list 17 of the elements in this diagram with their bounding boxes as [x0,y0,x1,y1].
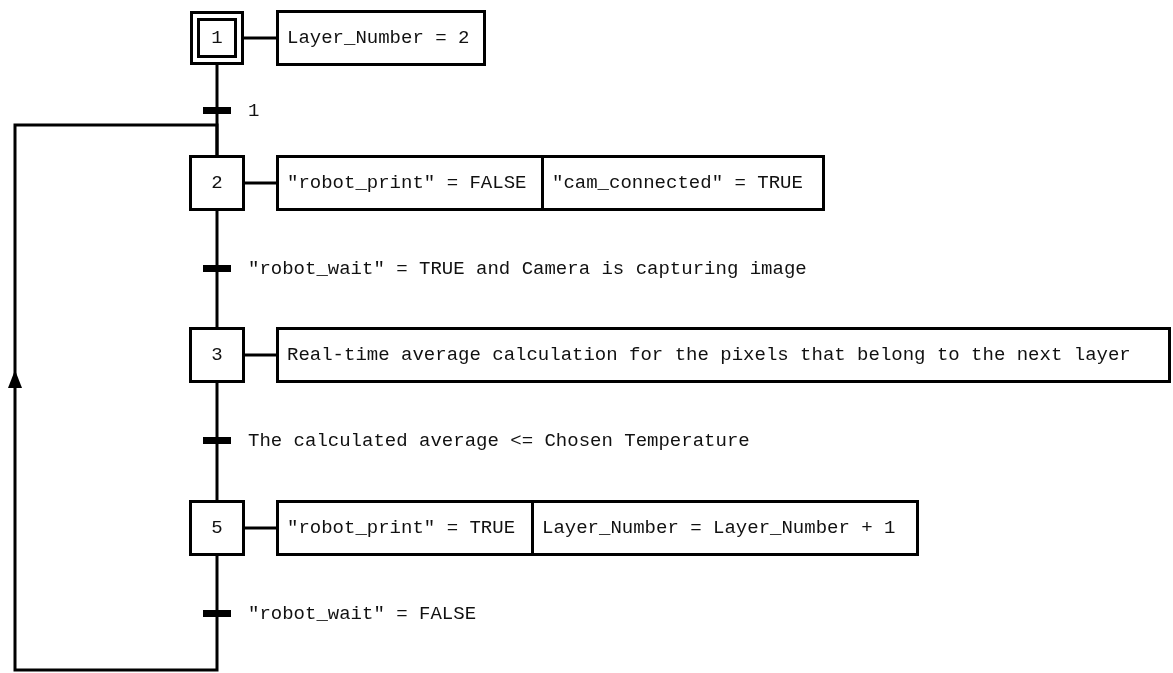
action-box: Layer_Number = 2 [276,10,486,66]
transition-bar [203,107,231,114]
transition-bar [203,265,231,272]
transition-condition: The calculated average <= Chosen Temperature [248,429,750,452]
step-box: 3 [189,327,245,383]
action-box: "cam_connected" = TRUE [541,155,825,211]
transition-condition: "robot_wait" = TRUE and Camera is capturing image [248,257,807,280]
action-box: Layer_Number = Layer_Number + 1 [531,500,919,556]
action-box: Real-time average calculation for the pixels that belong to the next layer [276,327,1171,383]
transition-condition: 1 [248,99,260,122]
step-box: 5 [189,500,245,556]
transition-bar [203,437,231,444]
transition-condition: "robot_wait" = FALSE [248,602,477,625]
action-box: "robot_print" = TRUE [276,500,534,556]
transition-bar [203,610,231,617]
step-box: 2 [189,155,245,211]
action-box: "robot_print" = FALSE [276,155,544,211]
